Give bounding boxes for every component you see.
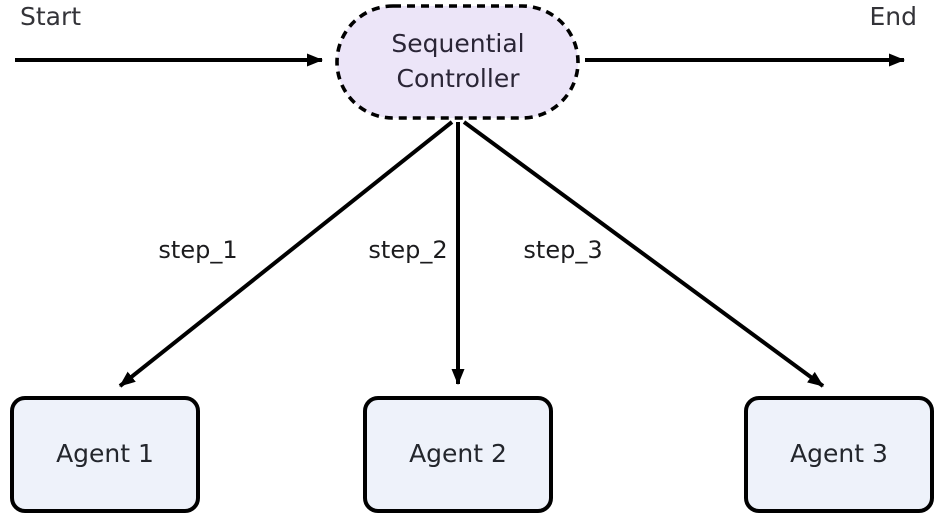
start-label: Start bbox=[20, 2, 81, 31]
agent-3-shape bbox=[744, 396, 934, 513]
agent-1-shape bbox=[10, 396, 200, 513]
edge-step-1-label: step_1 bbox=[158, 236, 237, 264]
edge-step-3-label: step_3 bbox=[523, 236, 602, 264]
agent-2-shape bbox=[363, 396, 553, 513]
node-agent-3[interactable]: Agent 3 bbox=[744, 396, 934, 513]
edge-step-1-line bbox=[118, 120, 454, 388]
node-sequential-controller[interactable]: Sequential Controller bbox=[335, 4, 580, 120]
controller-shape bbox=[335, 4, 580, 120]
edge-step-2-label: step_2 bbox=[368, 236, 447, 264]
controller-label-line2: Controller bbox=[397, 64, 521, 93]
edge-step-1[interactable] bbox=[118, 120, 454, 388]
edge-step-3-line bbox=[462, 120, 825, 388]
node-agent-2[interactable]: Agent 2 bbox=[363, 396, 553, 513]
agent-3-label: Agent 3 bbox=[790, 439, 888, 468]
end-label: End bbox=[869, 2, 917, 31]
node-agent-1[interactable]: Agent 1 bbox=[10, 396, 200, 513]
agent-1-label: Agent 1 bbox=[56, 439, 154, 468]
controller-label-line1: Sequential bbox=[391, 29, 524, 58]
edge-step-3[interactable] bbox=[462, 120, 825, 388]
agent-2-label: Agent 2 bbox=[409, 439, 507, 468]
